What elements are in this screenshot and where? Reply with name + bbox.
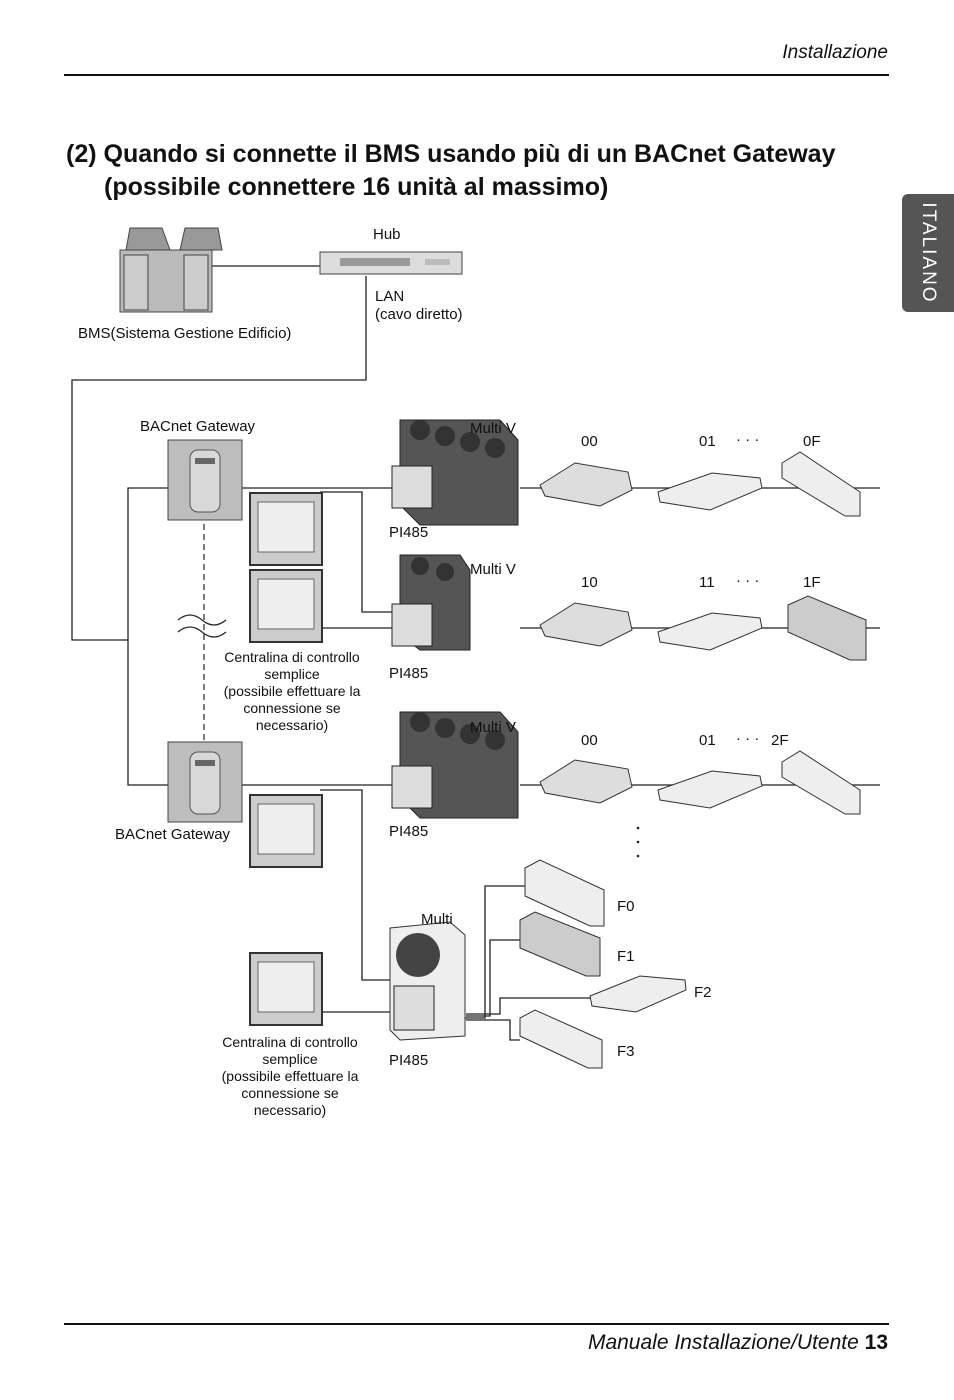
ceiling-unit-01-row1-icon [657,472,763,511]
pi485-3-label: PI485 [389,823,429,840]
address-label: 1F [803,574,821,591]
pi485-1-label: PI485 [389,524,429,541]
wall-unit-F1-icon [519,911,601,977]
page-title: (2) Quando si connette il BMS usando più… [66,138,836,204]
simple-controller-4-icon [249,952,323,1026]
pi485-2-icon [391,603,433,647]
wall-unit-1F-icon [787,595,867,661]
simple-controller-1-icon [249,492,323,566]
address-ellipsis: · · · [736,730,760,747]
break-mark [177,614,227,638]
controller-note-1-line: semplice [264,666,320,682]
multi-v-1-label: Multi V [470,420,516,437]
wall-unit-0F-icon [781,451,861,517]
bacnet-gateway-1-icon [167,439,243,521]
address-label: 01 [699,433,716,450]
footer: Manuale Installazione/Utente 13 [588,1331,888,1355]
controller-note-2-line: semplice [262,1051,318,1067]
address-label: F1 [617,948,635,965]
controller-note-1-line: (possibile effettuare la [223,683,361,699]
address-label: 11 [699,574,715,591]
cassette-unit-10-icon [539,602,633,647]
address-label: 00 [581,732,598,749]
controller-note-2-line: Centralina di controllo [222,1034,358,1050]
controller-note-1: Centralina di controllo semplice (possib… [206,649,378,734]
wall-unit-F0-icon [524,859,605,927]
hub-icon [319,251,463,275]
wall-unit-2F-icon [781,750,861,815]
hub-label: Hub [373,226,401,243]
language-tab: ITALIANO [902,194,954,312]
bms-label: BMS(Sistema Gestione Edificio) [78,325,292,342]
address-label: 00 [581,433,598,450]
wiring-lines [71,265,880,1041]
ceiling-unit-01-row3-icon [657,770,763,809]
multi-v-3-label: Multi V [470,719,516,736]
multi-label: Multi [421,911,453,928]
bacnet-gateway-2-icon [167,741,243,823]
address-ellipsis: · · · [736,572,760,589]
address-label: F2 [694,984,712,1001]
header-rule [64,74,889,76]
cassette-unit-00-row1-icon [539,462,633,507]
address-ellipsis: · · · [736,431,760,448]
title-line-1: (2) Quando si connette il BMS usando più… [66,140,836,168]
controller-note-2: Centralina di controllo semplice (possib… [204,1034,376,1119]
controller-note-1-line: connessione se necessario) [243,700,341,733]
page-number: 13 [864,1331,888,1354]
section-title: Installazione [782,42,888,63]
ceiling-unit-11-icon [657,612,763,651]
address-label: 01 [699,732,716,749]
controller-note-2-line: connessione se necessario) [241,1085,339,1118]
address-label: F3 [617,1043,635,1060]
pi485-4-icon [393,985,435,1031]
multi-v-2-label: Multi V [470,561,516,578]
lan-label: LAN [375,288,405,305]
ceiling-unit-F2-icon [589,975,687,1013]
pi485-4-label: PI485 [389,1052,429,1069]
title-line-2: (possibile connettere 16 unità al massim… [104,173,609,201]
pi485-2-label: PI485 [389,665,429,682]
footer-text: Manuale Installazione/Utente [587,1331,859,1354]
gateway-1-label: BACnet Gateway [140,418,256,435]
controller-note-1-line: Centralina di controllo [224,649,360,665]
pi485-3-icon [391,765,433,809]
simple-controller-3-icon [249,794,323,868]
address-label: 2F [771,732,789,749]
lan-sub-label: (cavo diretto) [375,306,463,323]
wall-unit-F3-icon [519,1009,603,1069]
pi485-1-icon [391,465,433,509]
gateway-2-label: BACnet Gateway [115,826,231,843]
controller-note-2-line: (possibile effettuare la [221,1068,359,1084]
bms-desk-icon [119,227,223,313]
simple-controller-2-icon [249,569,323,643]
address-label: 10 [581,574,598,591]
address-label: 0F [803,433,821,450]
footer-rule [64,1323,889,1325]
address-label: F0 [617,898,635,915]
vertical-ellipsis [636,826,640,858]
cassette-unit-00-row3-icon [539,759,633,804]
